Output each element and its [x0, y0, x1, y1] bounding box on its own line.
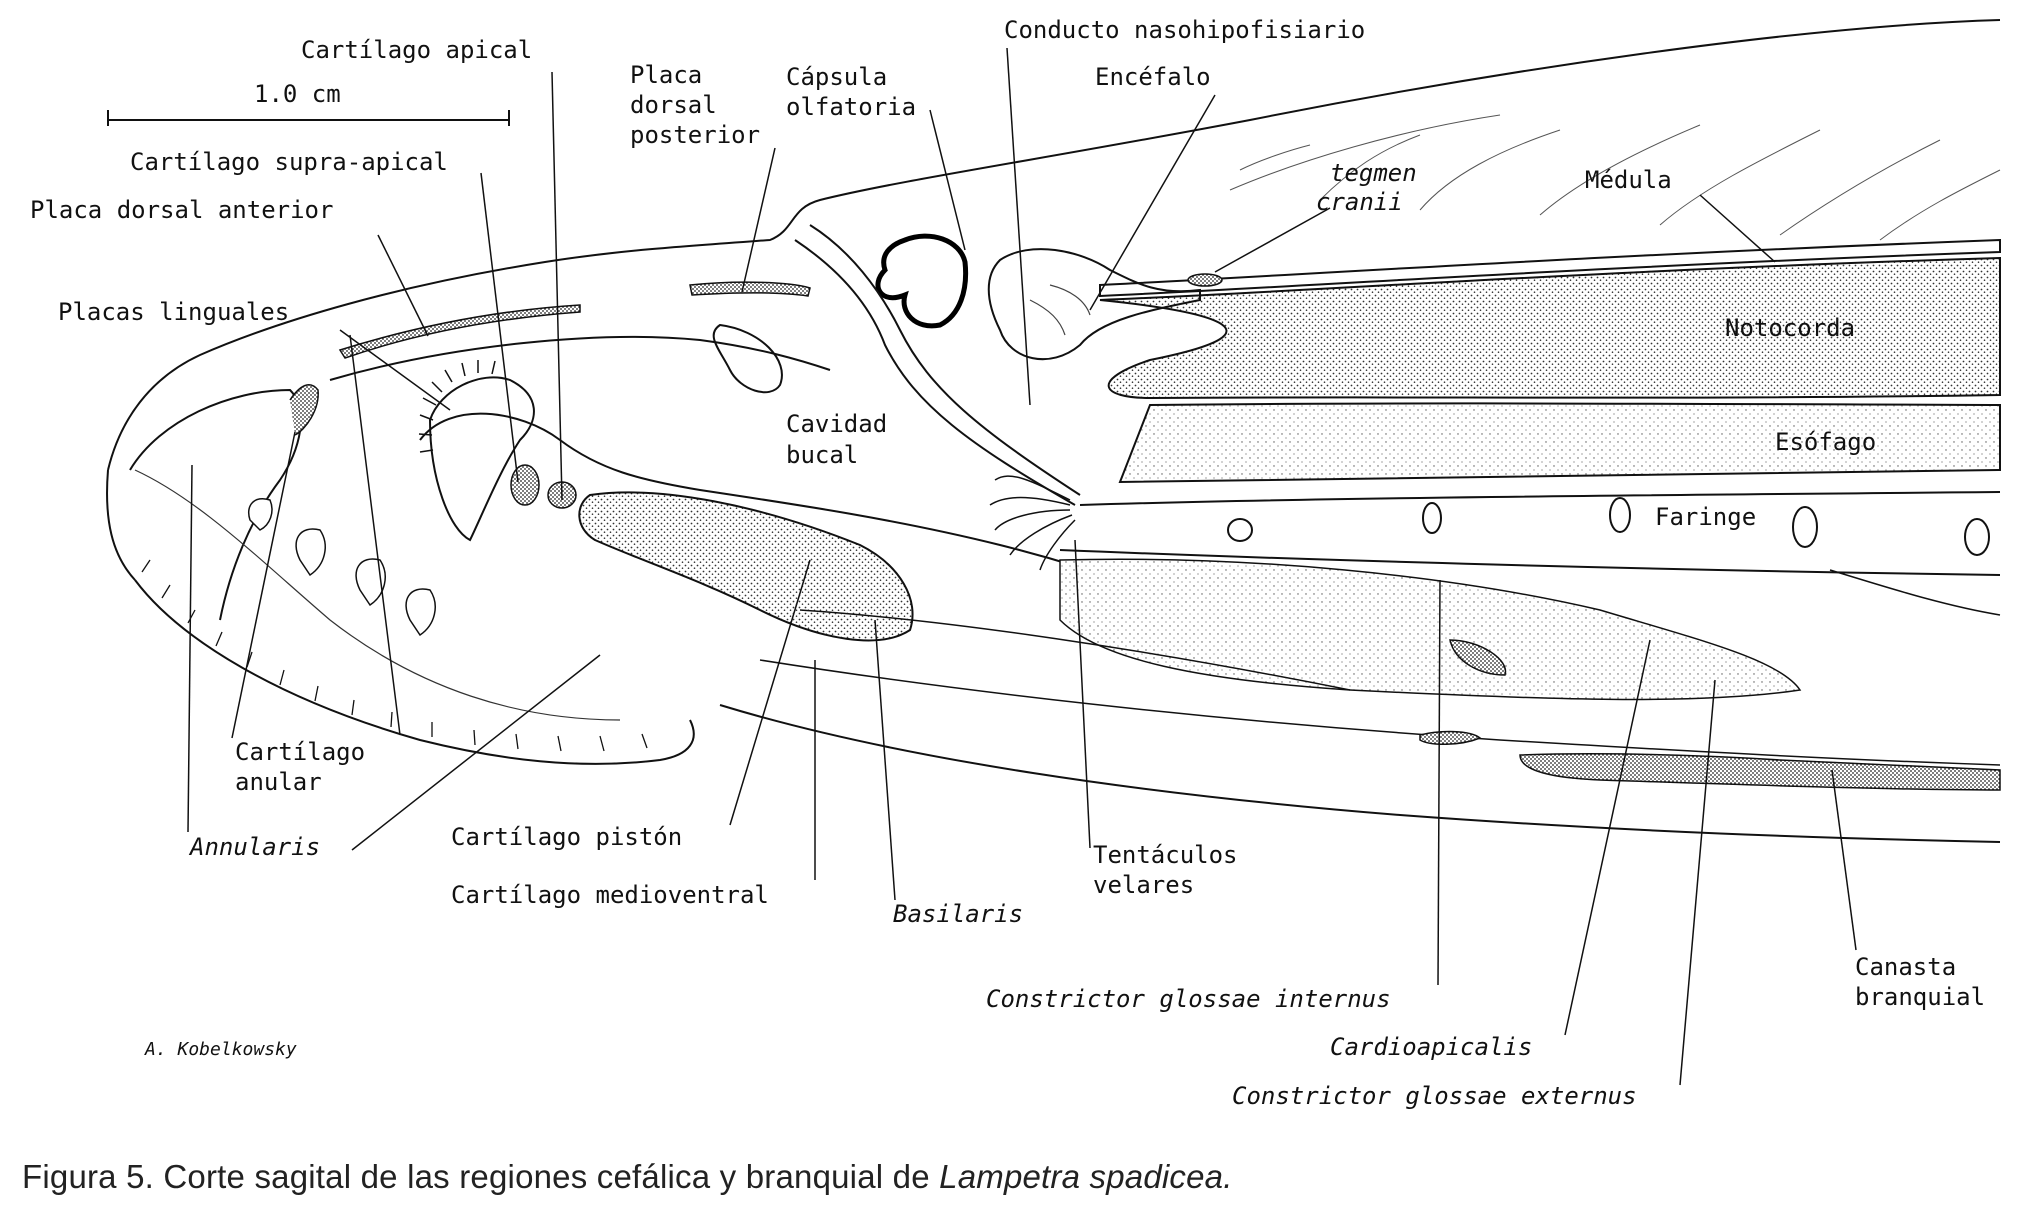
label-tentaculos-velares: Tentáculos velares: [1093, 841, 1252, 899]
label-placa-dorsal-posterior: Placa dorsal posterior: [630, 61, 760, 149]
scale-bar: 1.0 cm: [107, 80, 510, 126]
dorsal-fin-rays: [1229, 114, 2001, 241]
axial-structures: [1059, 238, 2001, 576]
label-capsula-olfatoria: Cápsula olfatoria: [786, 63, 916, 121]
label-canasta-branquial: Canasta branquial: [1855, 953, 1985, 1011]
oral-plates: [129, 281, 1201, 765]
label-annularis: Annularis: [188, 833, 320, 861]
label-placa-dorsal-anterior: Placa dorsal anterior: [30, 196, 333, 224]
label-medula: Médula: [1585, 166, 1672, 194]
scale-bar-label: 1.0 cm: [254, 80, 341, 108]
label-cartilago-anular: Cartílago anular: [235, 738, 380, 796]
author-credit: A. Kobelkowsky: [144, 1039, 297, 1060]
cranial-structures: [794, 224, 1223, 506]
leader-lines: [187, 47, 1857, 1086]
label-tegmen-cranii: tegmen cranii: [1316, 159, 1431, 216]
branchial-muscles: [759, 558, 2001, 791]
label-cartilago-supra-apical: Cartílago supra-apical: [130, 148, 448, 176]
label-esofago: Esófago: [1775, 428, 1876, 456]
label-faringe: Faringe: [1655, 503, 1756, 531]
label-cartilago-piston: Cartílago pistón: [451, 823, 682, 851]
label-cavidad-bucal: Cavidad bucal: [786, 410, 902, 469]
figure-caption: Figura 5. Corte sagital de las regiones …: [22, 1158, 1233, 1196]
label-notocorda: Notocorda: [1725, 314, 1855, 342]
labels: Cartílago apical Cartílago supra-apical …: [30, 16, 1985, 1110]
label-cardioapicalis: Cardioapicalis: [1330, 1033, 1532, 1061]
caption-text: Figura 5. Corte sagital de las regiones …: [22, 1158, 940, 1195]
label-constrictor-glossae-internus: Constrictor glossae internus: [986, 985, 1391, 1013]
label-cartilago-apical: Cartílago apical: [301, 36, 532, 64]
label-cartilago-medioventral: Cartílago medioventral: [451, 881, 769, 909]
label-placas-linguales: Placas linguales: [58, 298, 289, 326]
label-conducto-nasohipofisiario: Conducto nasohipofisiario: [1004, 16, 1365, 44]
body-outline: [106, 19, 2001, 843]
label-encefalo: Encéfalo: [1095, 63, 1211, 91]
caption-species: Lampetra spadicea.: [939, 1158, 1233, 1195]
label-constrictor-glossae-externus: Constrictor glossae externus: [1232, 1082, 1637, 1110]
label-basilaris: Basilaris: [893, 900, 1023, 928]
